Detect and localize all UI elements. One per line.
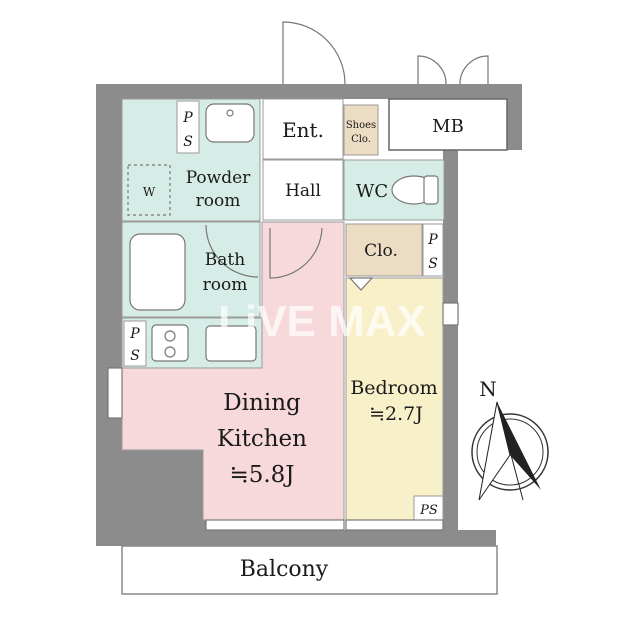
stove-icon — [151, 324, 189, 362]
hall-area — [262, 159, 344, 221]
bathtub-icon — [129, 233, 186, 311]
bedroom-area — [345, 277, 444, 521]
washer-label: W — [143, 185, 156, 199]
windows — [107, 302, 459, 531]
ps-closet-p: P — [427, 232, 438, 248]
hall-door-icon — [269, 227, 323, 279]
balcony-area — [121, 545, 498, 595]
washbasin-icon — [205, 103, 255, 143]
mb-door-right-icon — [459, 55, 489, 85]
mb-door-left-icon — [417, 55, 447, 85]
bath-door-icon — [205, 224, 259, 278]
powder-room-label-1: Powder — [186, 168, 251, 188]
compass-icon — [471, 401, 549, 501]
ps-powder-box — [176, 100, 200, 154]
entrance-door-icon — [282, 21, 346, 85]
entrance-area — [262, 98, 344, 160]
ps-bedroom: PS — [419, 503, 438, 518]
bath-room-label-2: room — [203, 275, 248, 295]
ps-kitchen-box — [123, 320, 147, 367]
dining-kitchen-label-1: Dining — [223, 390, 301, 416]
dining-kitchen-label-2: Kitchen — [217, 426, 307, 452]
wc-label: WC — [356, 181, 388, 202]
hall-label: Hall — [285, 181, 321, 201]
washer-pan-icon — [127, 164, 171, 216]
compass-north-label: N — [479, 377, 497, 401]
dining-kitchen-area — [121, 221, 345, 521]
ps-bedroom-box — [413, 495, 444, 521]
bedroom-size: ≒2.7J — [369, 403, 423, 425]
sink-icon — [205, 325, 257, 362]
ps-closet-s: S — [428, 256, 438, 272]
closet-label: Clo. — [364, 241, 398, 261]
watermark: LiVE MAX — [218, 297, 426, 346]
shoes-closet-label-1: Shoes — [346, 120, 376, 131]
closet-door-icon — [348, 277, 374, 291]
ps-closet-box — [422, 223, 444, 277]
powder-room-label-2: room — [196, 191, 241, 211]
fixtures — [127, 103, 439, 362]
bath-room-label-1: Bath — [205, 250, 245, 270]
shoes-closet-label-2: Clo. — [351, 134, 371, 145]
ps-powder-s: S — [183, 134, 193, 150]
walls — [96, 84, 522, 546]
ps-kitchen-s: S — [130, 348, 140, 364]
closet-area — [345, 223, 423, 277]
balcony-label: Balcony — [240, 557, 329, 582]
entrance-label: Ent. — [282, 118, 324, 142]
bedroom-label: Bedroom — [350, 377, 437, 399]
dining-kitchen-size: ≒5.8J — [229, 462, 294, 488]
doors — [205, 21, 489, 291]
meter-box-area — [388, 98, 508, 151]
ps-powder-p: P — [182, 110, 193, 126]
ps-kitchen-p: P — [129, 326, 140, 342]
meter-box-label: MB — [432, 116, 464, 137]
shoes-closet-area — [343, 104, 379, 156]
